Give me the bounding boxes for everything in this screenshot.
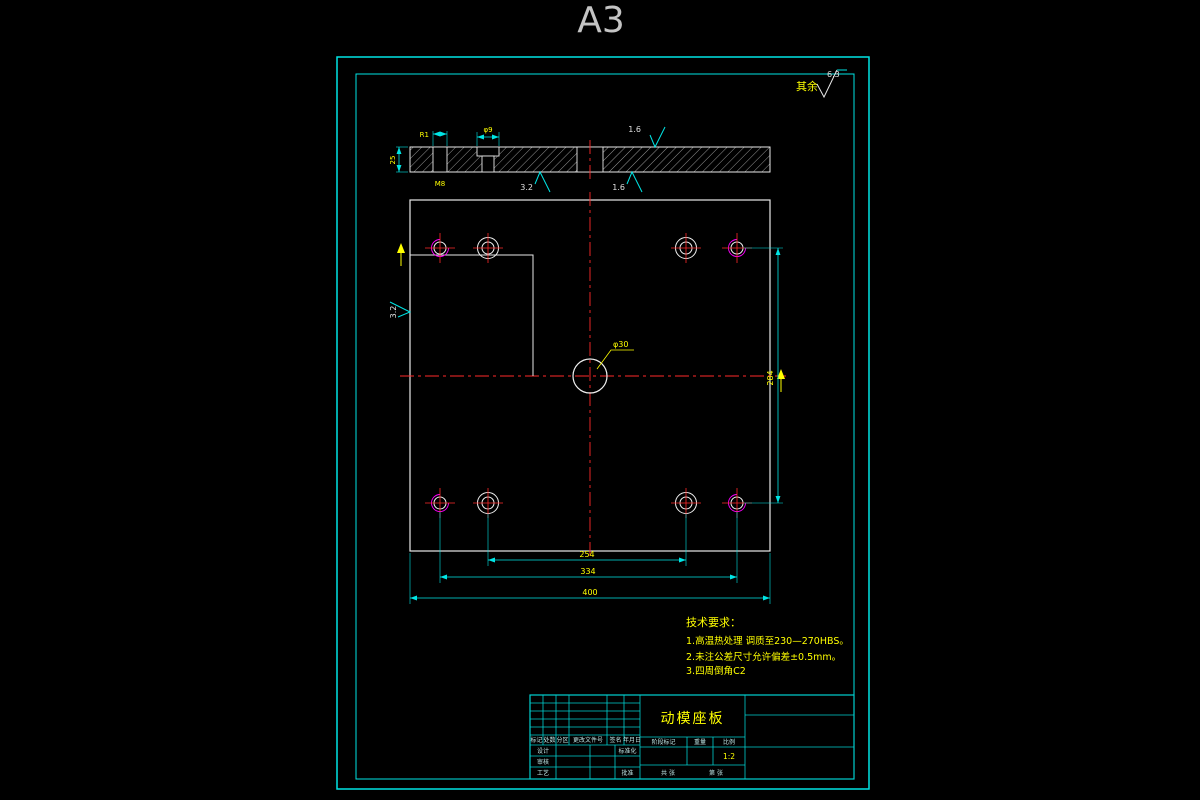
roughness-icon xyxy=(626,170,643,193)
plan-roughness-left: 3.2 xyxy=(389,301,412,319)
section-roughness-bottom-left: 3.2 xyxy=(520,170,551,193)
roughness-icon xyxy=(816,69,838,99)
rev-header-count: 处数 xyxy=(543,736,555,744)
drawing-inner-frame xyxy=(355,73,855,780)
section-roughness-top: 1.6 xyxy=(628,125,666,149)
section-arrow-left xyxy=(397,243,405,266)
weight-label: 重量 xyxy=(694,738,706,746)
section-counterbore-bottom xyxy=(481,155,495,173)
dim-hole-label: φ9 xyxy=(483,126,492,134)
roughness-value: 3.2 xyxy=(389,306,398,319)
dim-thread-label: M8 xyxy=(435,180,446,188)
scale-value: 1:2 xyxy=(723,752,735,761)
dim-vertical-span: 284 xyxy=(744,247,783,504)
center-hole-leader: φ30 xyxy=(596,340,634,370)
tech-req-item: 3.四周倒角C2 xyxy=(686,665,746,677)
roughness-icon xyxy=(534,170,551,193)
center-hole xyxy=(572,358,608,394)
dim-vertical-label: 284 xyxy=(766,370,775,385)
drawing-outer-frame xyxy=(336,56,870,790)
rev-header-zone: 分区 xyxy=(556,736,568,744)
dim-thickness: 25 xyxy=(389,146,408,173)
sheets-total-label: 共 张 xyxy=(661,769,675,777)
rev-header-mark: 标记 xyxy=(530,736,542,744)
role-design: 设计 xyxy=(537,747,549,755)
sheet-size-label: A3 xyxy=(577,0,625,41)
center-hole-dia-label: φ30 xyxy=(613,340,628,349)
dim-fillet: R1 xyxy=(420,131,448,146)
dim-inner-span: 254 xyxy=(487,514,687,566)
part-name: 动模座板 xyxy=(661,711,725,727)
section-counterbore-top xyxy=(476,146,500,157)
rev-header-date: 年月日 xyxy=(623,736,641,744)
role-standardize: 标准化 xyxy=(618,747,636,755)
section-tapped-hole xyxy=(432,146,448,173)
sheet-no-label: 第 张 xyxy=(709,769,723,777)
bolt-hole-counterbored xyxy=(477,237,697,514)
dim-hole: φ9 xyxy=(476,126,500,146)
tech-req-title: 技术要求： xyxy=(686,616,741,629)
dim-thickness-label: 25 xyxy=(389,156,397,165)
roughness-icon xyxy=(389,301,412,318)
roughness-value: 3.2 xyxy=(520,183,533,192)
dim-width-label: 400 xyxy=(582,588,597,597)
rev-header-sign: 签名 xyxy=(609,736,621,744)
bolt-hole-small xyxy=(431,239,746,512)
role-approve: 批准 xyxy=(621,769,633,777)
cutting-plane-line xyxy=(410,254,534,376)
section-view: 25 R1 φ9 M8 1.6 3.2 1.6 xyxy=(389,125,771,193)
roughness-icon xyxy=(649,126,666,149)
dim-width: 400 xyxy=(409,553,771,604)
role-process: 工艺 xyxy=(537,769,549,777)
rev-header-doc-no: 更改文件号 xyxy=(573,736,603,744)
tech-requirements: 技术要求： 1.高温热处理 调质至230—270HBS。 2.未注公差尺寸允许偏… xyxy=(686,616,849,677)
title-block: 标记 处数 分区 更改文件号 签名 年月日 设计 标准化 审核 工艺 批准 动模… xyxy=(529,694,855,780)
general-roughness-note: 其余 6.3 xyxy=(796,69,847,99)
roughness-prefix-label: 其余 xyxy=(796,79,818,93)
dim-fillet-label: R1 xyxy=(420,131,429,139)
dim-outer-span: 334 xyxy=(439,512,738,583)
dim-inner-label: 254 xyxy=(579,550,594,559)
roughness-value: 1.6 xyxy=(612,183,625,192)
general-roughness-value: 6.3 xyxy=(827,70,840,79)
role-check: 审核 xyxy=(537,758,549,766)
hole-center-marks xyxy=(425,233,752,518)
dim-outer-label: 334 xyxy=(580,567,595,576)
stage-mark-label: 阶段标记 xyxy=(651,738,675,746)
roughness-value: 1.6 xyxy=(628,125,641,134)
plan-view: φ30 3.2 xyxy=(389,192,786,604)
scale-label: 比例 xyxy=(723,738,735,746)
tech-req-item: 1.高温热处理 调质至230—270HBS。 xyxy=(686,635,849,647)
tech-req-item: 2.未注公差尺寸允许偏差±0.5mm。 xyxy=(686,651,841,663)
section-roughness-bottom-right: 1.6 xyxy=(612,170,643,193)
